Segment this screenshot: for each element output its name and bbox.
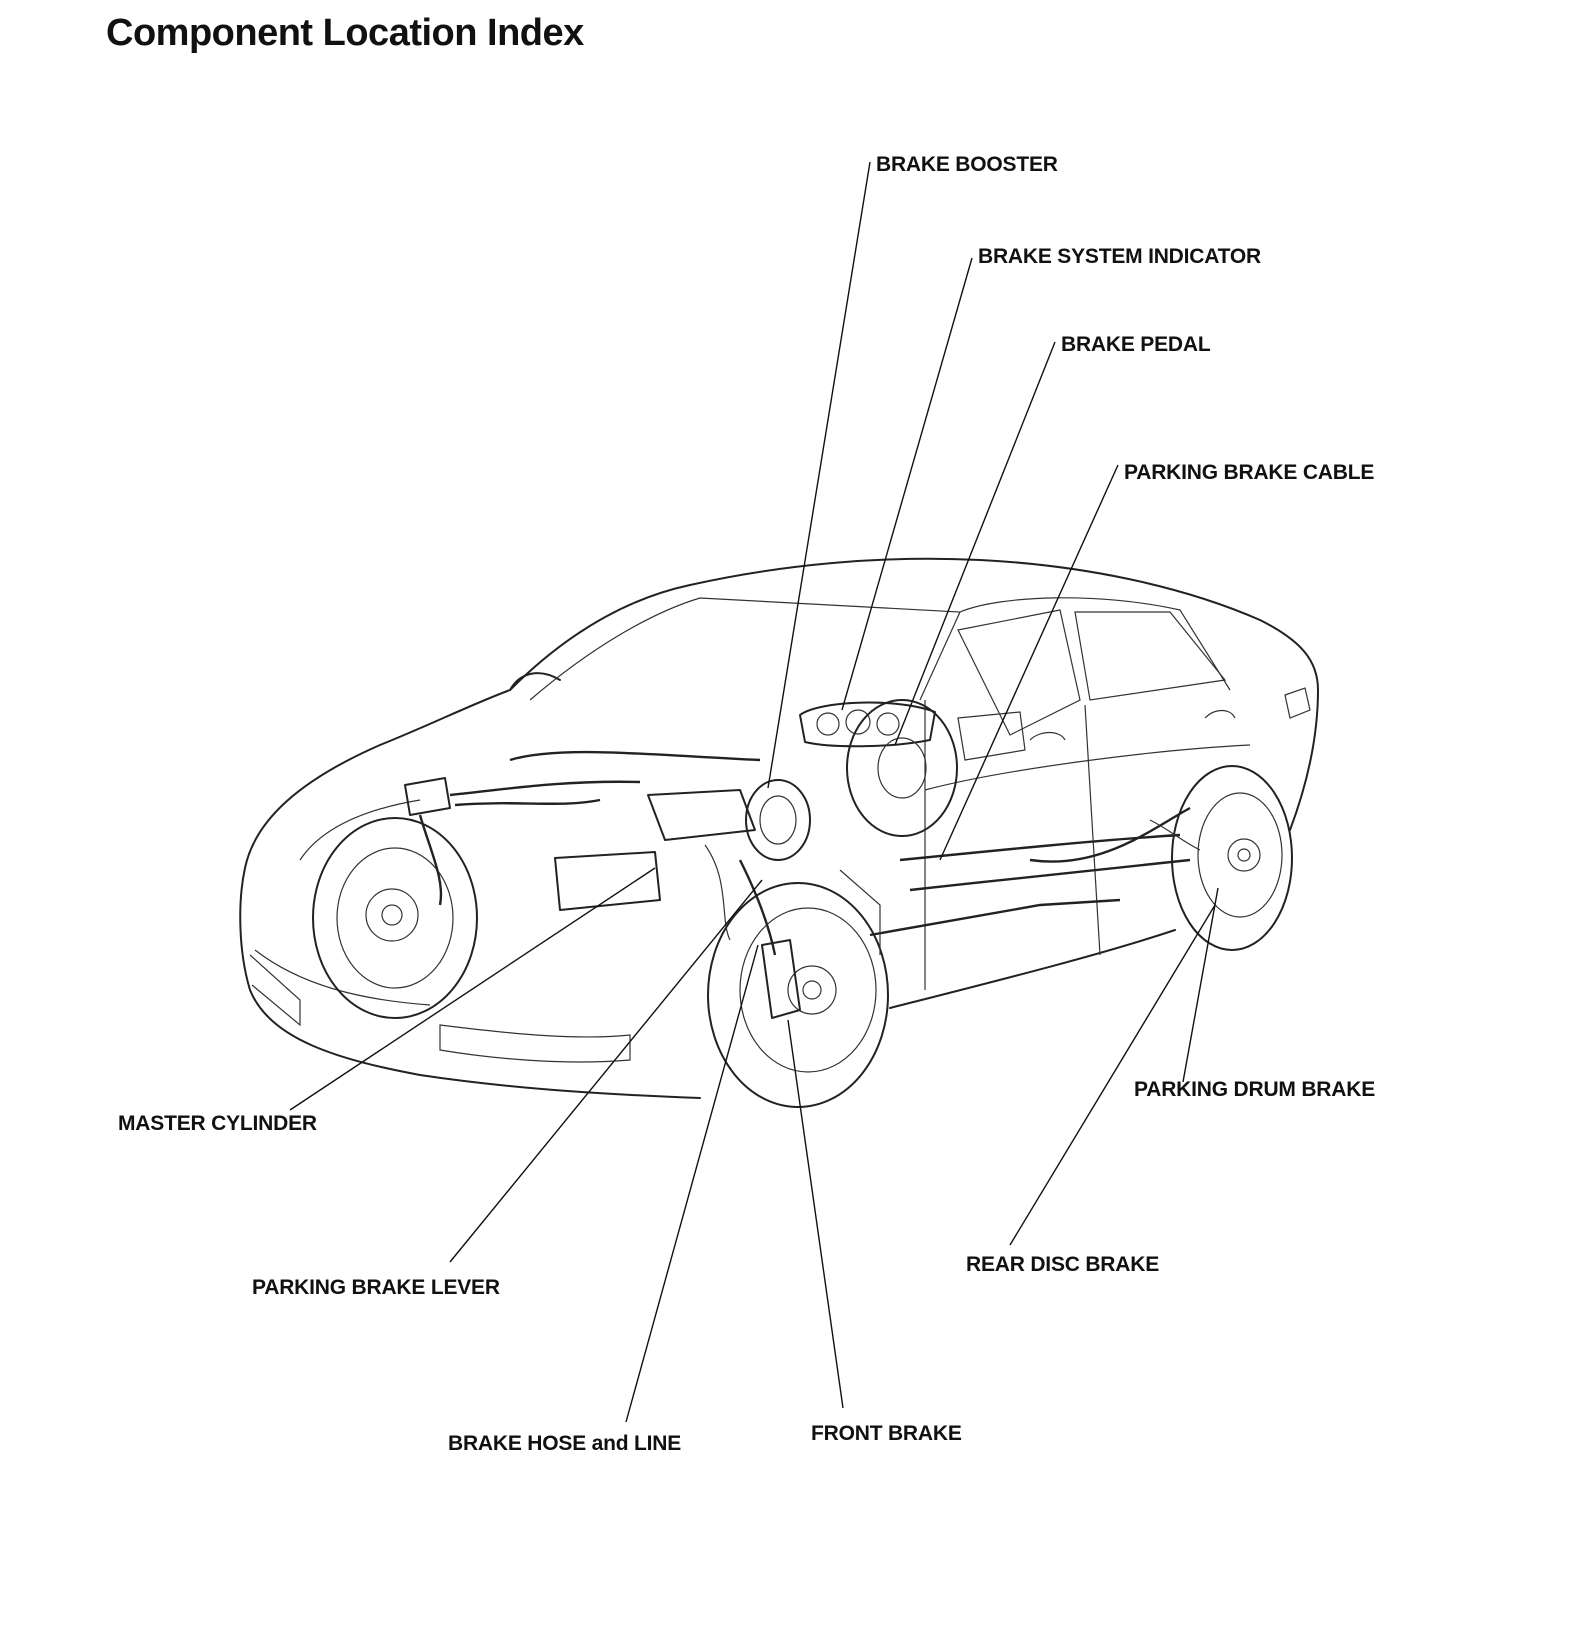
label-parking-drum-brake: PARKING DRUM BRAKE — [1134, 1078, 1376, 1101]
label-brake-system-indicator: BRAKE SYSTEM INDICATOR — [978, 245, 1262, 268]
car-body — [239, 557, 1319, 1099]
leader-brake-system-indicator — [841, 257, 973, 711]
label-brake-pedal: BRAKE PEDAL — [1061, 333, 1211, 356]
leader-rear-disc-brake — [1009, 904, 1216, 1246]
front-left-wheel — [312, 817, 478, 1019]
leader-parking-brake-cable — [939, 464, 1119, 861]
brake-system-components — [404, 699, 1201, 956]
label-front-brake: FRONT BRAKE — [811, 1422, 962, 1445]
label-rear-disc-brake: REAR DISC BRAKE — [966, 1253, 1160, 1276]
leader-lines — [289, 161, 1219, 1423]
front-right-wheel — [707, 882, 889, 1108]
label-brake-booster: BRAKE BOOSTER — [876, 153, 1058, 176]
leader-brake-hose-and-line — [625, 944, 759, 1423]
leader-parking-brake-lever — [449, 879, 763, 1263]
leader-brake-pedal — [894, 341, 1056, 746]
label-parking-brake-lever: PARKING BRAKE LEVER — [252, 1276, 500, 1299]
label-brake-hose-and-line: BRAKE HOSE and LINE — [448, 1432, 682, 1455]
label-master-cylinder: MASTER CYLINDER — [118, 1112, 317, 1135]
leader-front-brake — [787, 1019, 844, 1409]
page-title: Component Location Index — [106, 12, 584, 54]
leader-master-cylinder — [289, 867, 656, 1111]
leader-parking-drum-brake — [1182, 887, 1219, 1083]
label-parking-brake-cable: PARKING BRAKE CABLE — [1124, 461, 1375, 484]
leader-brake-booster — [767, 161, 871, 789]
rear-right-wheel — [1171, 765, 1293, 951]
